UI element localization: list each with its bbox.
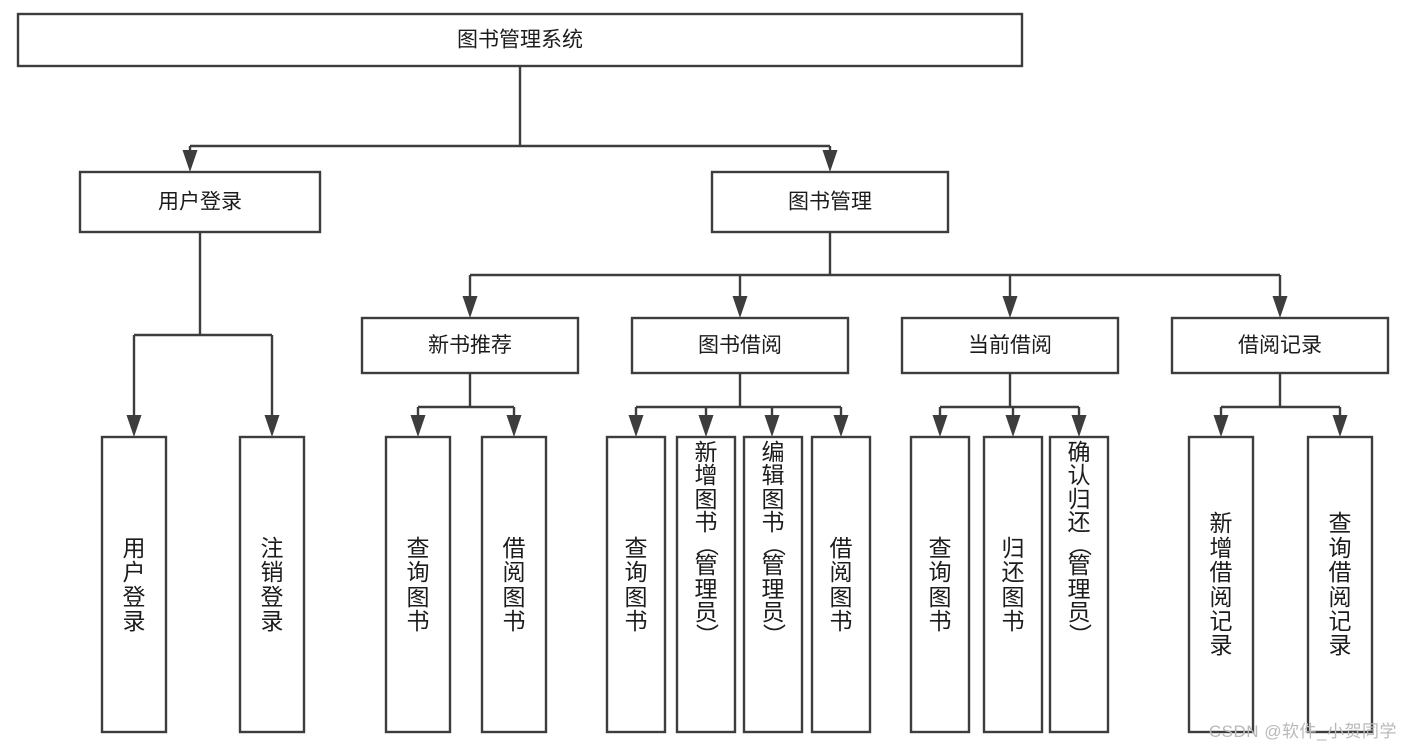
node-l1-用户登录-label: 用户登录: [158, 191, 242, 214]
node-l2-图书借阅[interactable]: 图书借阅: [630, 316, 850, 375]
arrow-head-16: [1071, 415, 1087, 437]
arrow-head-4: [1002, 296, 1018, 318]
arrow-head-17: [1213, 415, 1229, 437]
arrow-head-6: [126, 415, 142, 437]
node-leaf-1-注销登录-rect[interactable]: [238, 435, 306, 734]
node-leaf-2-查询图书[interactable]: [384, 435, 452, 734]
node-l2-借阅记录[interactable]: 借阅记录: [1170, 316, 1390, 375]
node-leaf-11-新增借阅记录-rect[interactable]: [1187, 435, 1255, 734]
node-leaf-2-查询图书-rect[interactable]: [384, 435, 452, 734]
arrow-head-7: [264, 415, 280, 437]
node-leaf-12-查询借阅记录-rect[interactable]: [1306, 435, 1374, 734]
arrow-head-0: [182, 150, 198, 172]
node-leaf-0-用户登录[interactable]: [100, 435, 168, 734]
watermark-text: CSDN @软件_小贺同学: [1208, 722, 1397, 741]
arrow-head-8: [410, 415, 426, 437]
node-leaf-8-查询图书-rect[interactable]: [909, 435, 971, 734]
node-l1-图书管理[interactable]: 图书管理: [710, 170, 950, 234]
arrow-head-15: [1005, 415, 1021, 437]
node-l1-图书管理-rect[interactable]: [710, 170, 950, 234]
node-l2-当前借阅-rect[interactable]: [900, 316, 1120, 375]
node-leaf-0-用户登录-rect[interactable]: [100, 435, 168, 734]
node-leaf-8-查询图书[interactable]: [909, 435, 971, 734]
node-leaf-11-新增借阅记录[interactable]: [1187, 435, 1255, 734]
node-l2-新书推荐[interactable]: 新书推荐: [360, 316, 580, 375]
arrow-head-2: [462, 296, 478, 318]
connector-layer: [126, 66, 1348, 437]
node-leaf-7-借阅图书-rect[interactable]: [810, 435, 872, 734]
arrow-head-5: [1272, 296, 1288, 318]
node-leaf-12-查询借阅记录[interactable]: [1306, 435, 1374, 734]
node-l2-借阅记录-rect[interactable]: [1170, 316, 1390, 375]
node-l1-用户登录-rect[interactable]: [78, 170, 322, 234]
node-l2-当前借阅-label: 当前借阅: [968, 334, 1052, 357]
node-root-图书管理系统-label: 图书管理系统: [457, 29, 583, 52]
node-l2-新书推荐-label: 新书推荐: [428, 334, 512, 357]
node-l2-图书借阅-label: 图书借阅: [698, 334, 782, 357]
node-leaf-9-归还图书[interactable]: [982, 435, 1044, 734]
node-leaf-1-注销登录[interactable]: [238, 435, 306, 734]
arrow-head-10: [628, 415, 644, 437]
node-leaf-6-编辑图书（管理员）-rect[interactable]: [742, 435, 804, 734]
node-leaf-10-确认归还（管理员）-rect[interactable]: [1048, 435, 1110, 734]
arrow-head-12: [764, 415, 780, 437]
arrow-head-1: [822, 150, 838, 172]
node-leaf-4-查询图书[interactable]: [605, 435, 667, 734]
node-leaf-9-归还图书-rect[interactable]: [982, 435, 1044, 734]
arrow-head-3: [732, 296, 748, 318]
node-leaf-7-借阅图书[interactable]: [810, 435, 872, 734]
arrow-head-13: [833, 415, 849, 437]
arrow-head-11: [698, 415, 714, 437]
arrow-head-9: [506, 415, 522, 437]
node-root-图书管理系统[interactable]: 图书管理系统: [16, 12, 1024, 68]
node-leaf-6-编辑图书（管理员）[interactable]: [742, 435, 804, 734]
node-l2-借阅记录-label: 借阅记录: [1238, 334, 1322, 357]
node-l2-新书推荐-rect[interactable]: [360, 316, 580, 375]
node-root-图书管理系统-rect[interactable]: [16, 12, 1024, 68]
node-leaf-5-新增图书（管理员）-rect[interactable]: [675, 435, 737, 734]
node-leaf-5-新增图书（管理员）[interactable]: [675, 435, 737, 734]
node-l1-图书管理-label: 图书管理: [788, 191, 872, 214]
node-l1-用户登录[interactable]: 用户登录: [78, 170, 322, 234]
node-leaf-10-确认归还（管理员）[interactable]: [1048, 435, 1110, 734]
node-l2-图书借阅-rect[interactable]: [630, 316, 850, 375]
node-l2-当前借阅[interactable]: 当前借阅: [900, 316, 1120, 375]
node-leaf-3-借阅图书-rect[interactable]: [480, 435, 548, 734]
node-leaf-4-查询图书-rect[interactable]: [605, 435, 667, 734]
arrow-head-14: [932, 415, 948, 437]
arrow-head-18: [1332, 415, 1348, 437]
node-leaf-3-借阅图书[interactable]: [480, 435, 548, 734]
